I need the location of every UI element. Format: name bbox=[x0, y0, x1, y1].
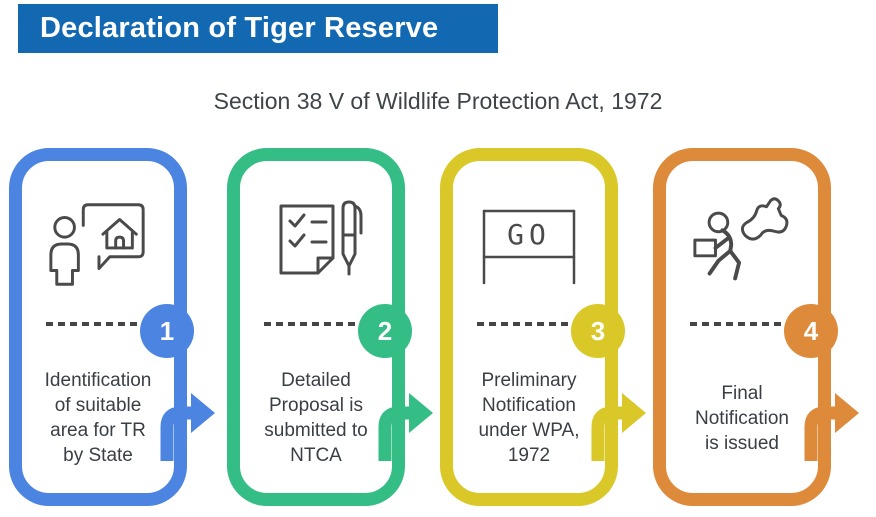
step-card-2-proposal: 2 Detailed Proposal is submitted to NTCA bbox=[227, 148, 433, 506]
step-label: Preliminary Notification under WPA, 1972 bbox=[478, 370, 580, 466]
step-card-3-preliminary-notification: GO 3 Preliminary Notification under WPA,… bbox=[440, 148, 646, 506]
step-number-badge: 3 bbox=[571, 304, 625, 358]
checklist-and-pen-icon bbox=[240, 195, 392, 295]
title-banner: Declaration of Tiger Reserve bbox=[18, 4, 498, 53]
go-sign-text: GO bbox=[507, 218, 551, 251]
step-card-4-final-notification: 4 Final Notification is issued bbox=[653, 148, 859, 506]
arrow-to-step-4 bbox=[591, 393, 646, 461]
dashed-separator bbox=[264, 322, 358, 326]
page-title: Declaration of Tiger Reserve bbox=[40, 12, 439, 44]
subtitle-section-38v: Section 38 V of Wildlife Protection Act,… bbox=[213, 88, 663, 114]
step-number-badge: 2 bbox=[358, 304, 412, 358]
person-delivering-notification-icon bbox=[666, 195, 818, 295]
dashed-separator bbox=[46, 322, 140, 326]
step-label: Final Notification is issued bbox=[695, 382, 789, 454]
step-number-badge: 4 bbox=[784, 304, 838, 358]
arrow-exit-right bbox=[804, 393, 859, 461]
arrow-to-step-3 bbox=[378, 393, 433, 461]
arrow-to-step-2 bbox=[160, 393, 215, 461]
person-house-consultation-icon bbox=[22, 195, 174, 295]
step-label: Identification of suitable area for TR b… bbox=[44, 370, 152, 466]
go-notification-sign-icon: GO bbox=[453, 203, 605, 295]
step-card-1-identification: 1 Identification of suitable area for TR… bbox=[9, 148, 215, 506]
step-label: Detailed Proposal is submitted to NTCA bbox=[264, 370, 368, 466]
dashed-separator bbox=[477, 322, 571, 326]
dashed-separator bbox=[690, 322, 784, 326]
step-number-badge: 1 bbox=[140, 304, 194, 358]
